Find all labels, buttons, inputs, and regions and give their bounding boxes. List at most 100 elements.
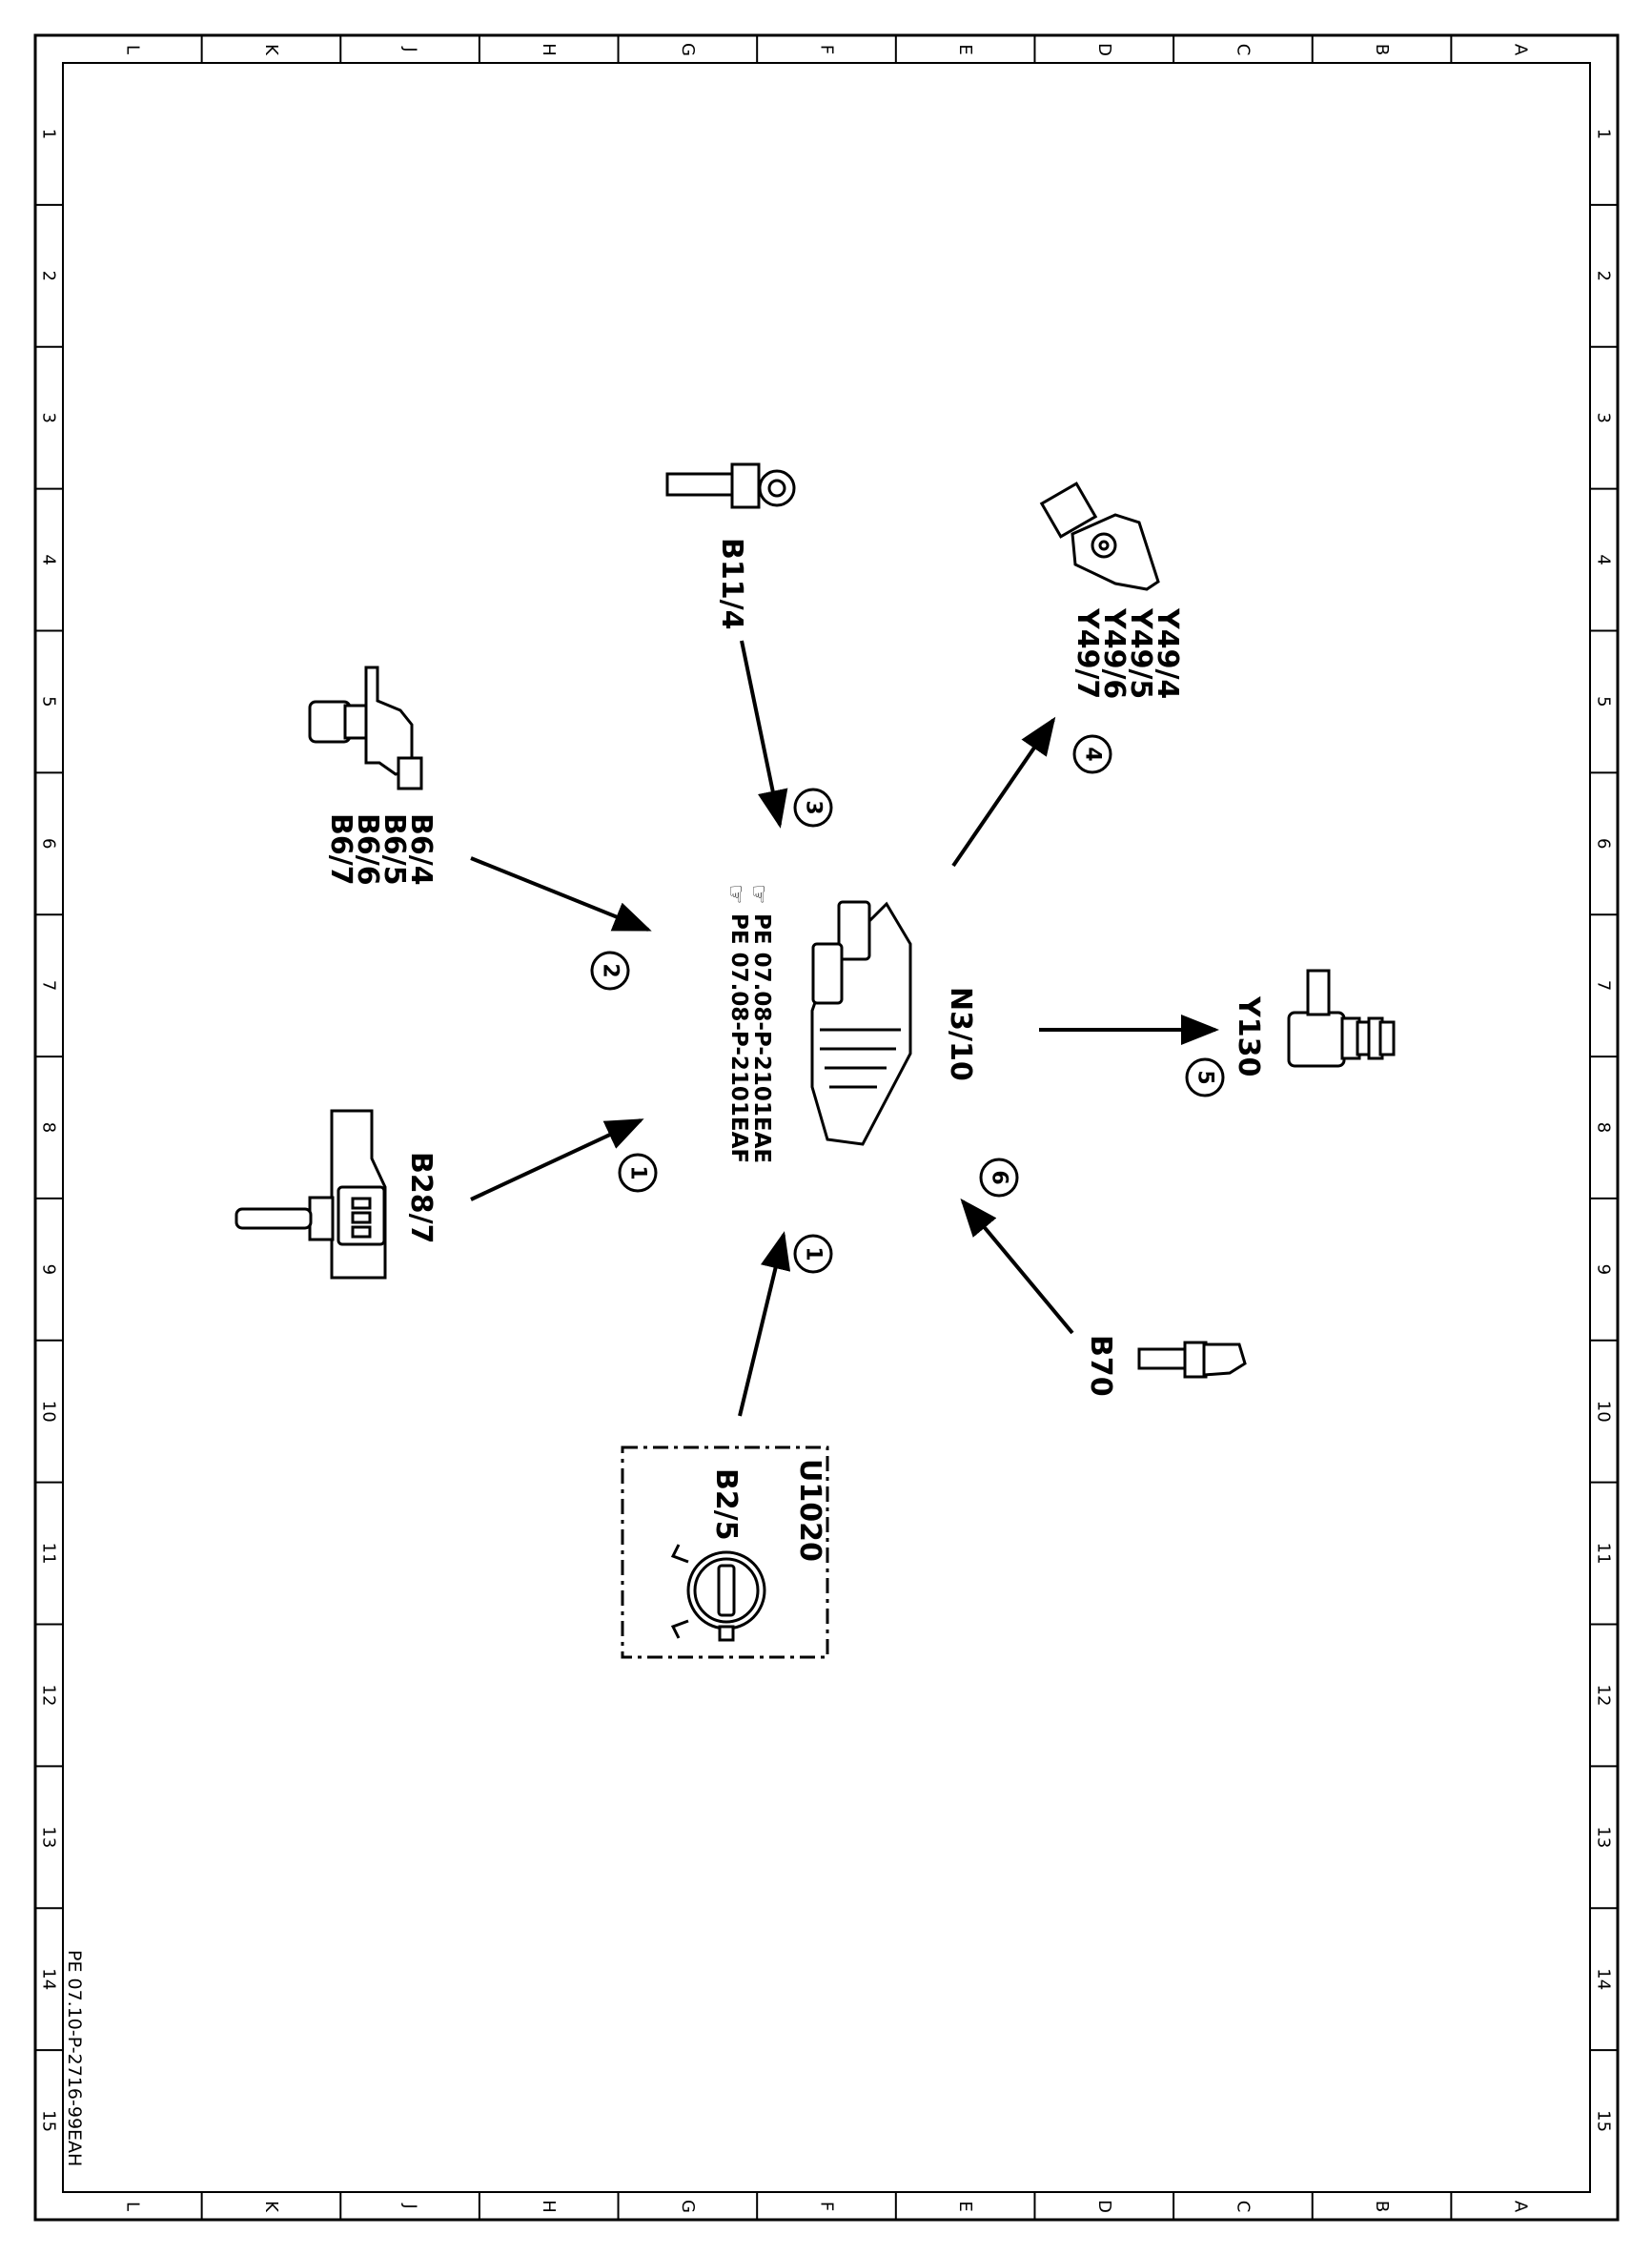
signal-arrows (470, 640, 1219, 1417)
callout-number: 1 (626, 1165, 650, 1179)
row-label-left: 9 (39, 1264, 59, 1275)
row-label-left: 12 (39, 1685, 59, 1707)
control-unit-label: N3/10 (944, 987, 977, 1081)
column-label-bottom: L (122, 2202, 142, 2211)
callout-3: 3 (793, 788, 833, 828)
callout-1-b28: 1 (618, 1153, 658, 1193)
row-label-left: 15 (39, 2110, 59, 2132)
callout-number: 4 (1081, 747, 1105, 761)
column-label-bottom: A (1511, 2201, 1531, 2213)
label-b28-7: B28/7 (404, 1152, 438, 1243)
sensor-b70-drawing (1137, 1341, 1247, 1379)
column-label-bottom: B (1372, 2201, 1392, 2212)
row-label-left: 13 (39, 1826, 59, 1848)
row-label-left: 11 (39, 1543, 59, 1565)
label-y49-6: Y49/6 (1097, 607, 1131, 699)
row-label-right: 7 (1594, 980, 1614, 991)
row-label-left: 6 (39, 838, 59, 849)
column-label-bottom: H (539, 2200, 559, 2213)
row-label-left: 3 (39, 412, 59, 422)
row-label-right: 3 (1594, 412, 1614, 422)
row-label-right: 10 (1594, 1401, 1614, 1423)
row-label-right: 9 (1594, 1264, 1614, 1275)
callout-number: 6 (988, 1170, 1011, 1184)
control-unit-drawing (810, 900, 912, 1146)
label-b70: B70 (1084, 1335, 1117, 1397)
drawing-number: PE 07.10-P-2716-99EAH (64, 1950, 85, 2166)
callout-number: 1 (802, 1246, 826, 1261)
callout-1-u1020: 1 (793, 1234, 833, 1274)
row-label-right: 8 (1594, 1122, 1614, 1133)
label-y49-4: Y49/4 (1151, 607, 1184, 699)
callout-6: 6 (979, 1158, 1019, 1198)
arrow-b6 (470, 856, 652, 932)
document-icon: ☞ (723, 884, 749, 905)
actuator-y49-drawing (1039, 482, 1160, 591)
callout-number: 5 (1193, 1070, 1217, 1084)
valve-y130-drawing (1287, 969, 1396, 1068)
callout-number: 3 (802, 800, 826, 814)
row-label-right: 4 (1594, 554, 1614, 564)
reference-1: PE 07.08-P-2101EAE (749, 913, 774, 1163)
column-label-top: C (1233, 44, 1253, 56)
row-label-right: 13 (1594, 1826, 1614, 1848)
column-label-bottom: D (1094, 2200, 1114, 2213)
row-label-left: 1 (39, 129, 59, 139)
row-label-left: 2 (39, 271, 59, 281)
label-b6-group: B6/4 B6/5 B6/6 B6/7 (324, 813, 438, 886)
column-label-top: E (955, 44, 975, 54)
column-label-bottom: F (817, 2202, 837, 2211)
callout-number: 2 (599, 963, 622, 977)
arrow-b11-4 (740, 640, 788, 829)
arrow-b70 (960, 1198, 1074, 1335)
label-b11-4: B11/4 (715, 538, 748, 629)
column-label-bottom: J (400, 2203, 420, 2208)
label-b2-5: B2/5 (709, 1468, 743, 1541)
callout-4: 4 (1072, 734, 1112, 774)
sensor-b6-drawing (308, 666, 423, 790)
row-label-left: 8 (39, 1122, 59, 1133)
label-b6-6: B6/6 (351, 813, 384, 886)
reference-2: PE 07.08-P-2101EAF (726, 913, 751, 1163)
column-label-top: A (1511, 44, 1531, 56)
label-b6-5: B6/5 (377, 813, 411, 886)
label-y49-5: Y49/5 (1124, 607, 1157, 699)
row-label-left: 7 (39, 980, 59, 991)
label-y49-group: Y49/4 Y49/5 Y49/6 Y49/7 (1071, 607, 1184, 699)
column-label-bottom: C (1233, 2201, 1253, 2213)
callout-2: 2 (590, 951, 630, 991)
column-label-top: G (678, 43, 698, 56)
column-label-top: L (122, 45, 142, 54)
row-label-right: 1 (1594, 129, 1614, 139)
drawing-frame (33, 33, 1620, 2222)
label-b6-4: B6/4 (404, 813, 438, 886)
label-u1020: U1020 (793, 1459, 826, 1562)
row-label-left: 5 (39, 696, 59, 707)
sensor-b28-7-drawing (235, 1109, 387, 1280)
row-label-right: 5 (1594, 696, 1614, 707)
arrow-y49 (951, 716, 1056, 868)
document-icon: ☞ (745, 884, 772, 905)
row-label-left: 14 (39, 1968, 59, 1990)
row-label-right: 11 (1594, 1543, 1614, 1565)
row-label-left: 10 (39, 1401, 59, 1423)
sensor-b2-5-drawing (670, 1544, 766, 1642)
row-label-right: 6 (1594, 838, 1614, 849)
callout-5: 5 (1185, 1057, 1225, 1097)
reference-list: ☞ PE 07.08-P-2101EAE ☞ PE 07.08-P-2101EA… (723, 884, 774, 1163)
column-label-top: B (1372, 44, 1392, 55)
column-label-bottom: K (261, 2201, 281, 2213)
column-label-top: D (1094, 43, 1114, 56)
column-label-bottom: E (955, 2201, 975, 2211)
column-label-top: H (539, 43, 559, 56)
label-b6-7: B6/7 (324, 813, 357, 886)
column-label-bottom: G (678, 2200, 698, 2213)
label-y49-7: Y49/7 (1071, 607, 1104, 699)
row-label-left: 4 (39, 554, 59, 564)
column-label-top: F (817, 45, 837, 54)
frame-grid (35, 35, 1618, 2220)
column-label-top: J (400, 46, 420, 51)
arrow-b28-7 (470, 1118, 644, 1201)
